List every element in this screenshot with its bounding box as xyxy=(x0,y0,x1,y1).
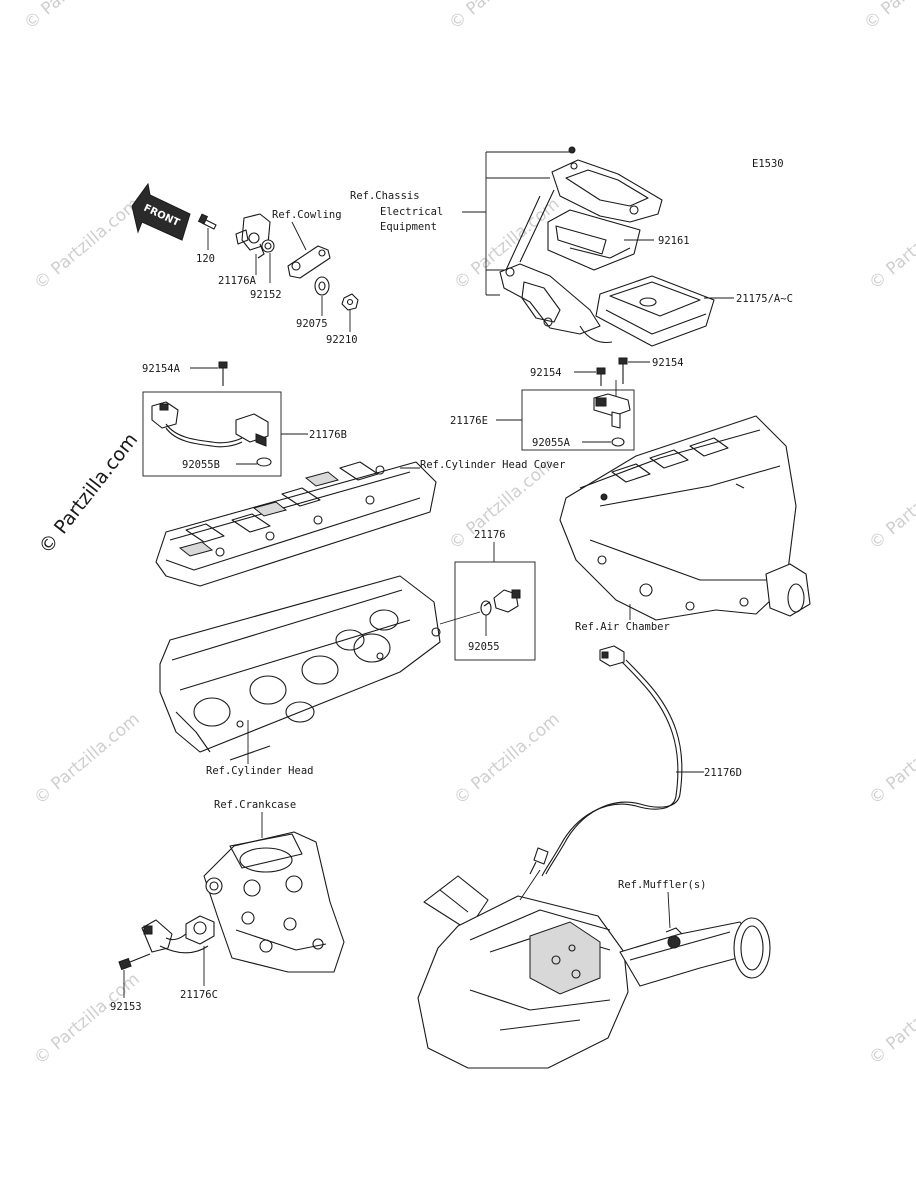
label-92055: 92055 xyxy=(468,641,500,653)
ref-crankcase: Ref.Crankcase xyxy=(214,799,296,811)
sensor-21176D xyxy=(529,645,683,877)
label-21176B: 21176B xyxy=(309,429,347,441)
cylinder-head xyxy=(159,575,441,761)
sensor-21176 xyxy=(483,589,521,613)
label-92161: 92161 xyxy=(658,235,690,247)
watermark-text: © Partzilla.com xyxy=(865,454,916,554)
bracket-cowling xyxy=(287,245,331,279)
watermark-text: © Partzilla.com xyxy=(445,0,558,34)
oring-92055 xyxy=(480,600,492,616)
watermark-text: © Partzilla.com xyxy=(860,0,916,34)
bolt-92154-left xyxy=(596,367,606,386)
ref-cowling: Ref.Cowling xyxy=(272,209,342,221)
ecu-21175 xyxy=(595,275,715,347)
ref-chassis-line2: Electrical xyxy=(380,206,443,218)
ref-cylinder-head: Ref.Cylinder Head xyxy=(206,765,313,777)
label-92210: 92210 xyxy=(326,334,358,346)
bolt-92153 xyxy=(118,953,151,971)
label-120: 120 xyxy=(196,253,215,265)
watermark-text: © Partzilla.com xyxy=(30,709,143,809)
bolt-92154-right xyxy=(618,357,628,384)
ref-air-chamber: Ref.Air Chamber xyxy=(575,621,670,633)
ref-chassis-line1: Ref.Chassis xyxy=(350,190,420,202)
nut-92210 xyxy=(341,293,359,311)
ref-chassis-line3: Equipment xyxy=(380,221,437,233)
label-21175: 21175/A~C xyxy=(736,293,793,305)
label-92055B: 92055B xyxy=(182,459,220,471)
label-21176D: 21176D xyxy=(704,767,742,779)
muffler xyxy=(417,875,771,1069)
group-box-21176 xyxy=(454,561,536,661)
sensor-21176B xyxy=(151,401,269,448)
sensor-21176A xyxy=(235,213,275,259)
bolt-92154A xyxy=(218,361,228,386)
label-92153: 92153 xyxy=(110,1001,142,1013)
grommet-92075 xyxy=(314,276,330,296)
label-21176E: 21176E xyxy=(450,415,488,427)
ref-muffler: Ref.Muffler(s) xyxy=(618,879,707,891)
label-21176C: 21176C xyxy=(180,989,218,1001)
watermark-text: © Partzilla.com xyxy=(20,0,133,34)
label-92075: 92075 xyxy=(296,318,328,330)
front-arrow-icon: FRONT xyxy=(131,182,191,241)
cylinder-head-cover xyxy=(155,461,437,587)
diagram-code: E1530 xyxy=(752,158,784,170)
label-92154A: 92154A xyxy=(142,363,181,375)
oring-92055B xyxy=(256,457,272,467)
label-92154-left: 92154 xyxy=(530,367,562,379)
crankcase xyxy=(203,831,345,973)
bracket-chassis xyxy=(499,146,663,344)
sensor-21176C xyxy=(141,915,215,954)
label-92152: 92152 xyxy=(250,289,282,301)
watermark-side-text: © Partzilla.com xyxy=(35,429,143,558)
watermark-text: © Partzilla.com xyxy=(865,969,916,1069)
label-92055A: 92055A xyxy=(532,437,571,449)
air-chamber xyxy=(559,415,811,621)
watermark-text: © Partzilla.com xyxy=(30,194,143,294)
label-92154-right: 92154 xyxy=(652,357,684,369)
watermark-text: © Partzilla.com xyxy=(865,194,916,294)
label-21176A: 21176A xyxy=(218,275,257,287)
ref-cylinder-head-cover: Ref.Cylinder Head Cover xyxy=(420,459,565,471)
watermark-text: © Partzilla.com xyxy=(30,969,143,1069)
sensor-21176E xyxy=(593,393,631,429)
module-92161 xyxy=(547,209,641,271)
watermark-text: © Partzilla.com xyxy=(450,709,563,809)
label-21176: 21176 xyxy=(474,529,506,541)
watermark-text: © Partzilla.com xyxy=(865,709,916,809)
bolt-120 xyxy=(197,213,217,230)
oring-92055A xyxy=(611,437,625,447)
